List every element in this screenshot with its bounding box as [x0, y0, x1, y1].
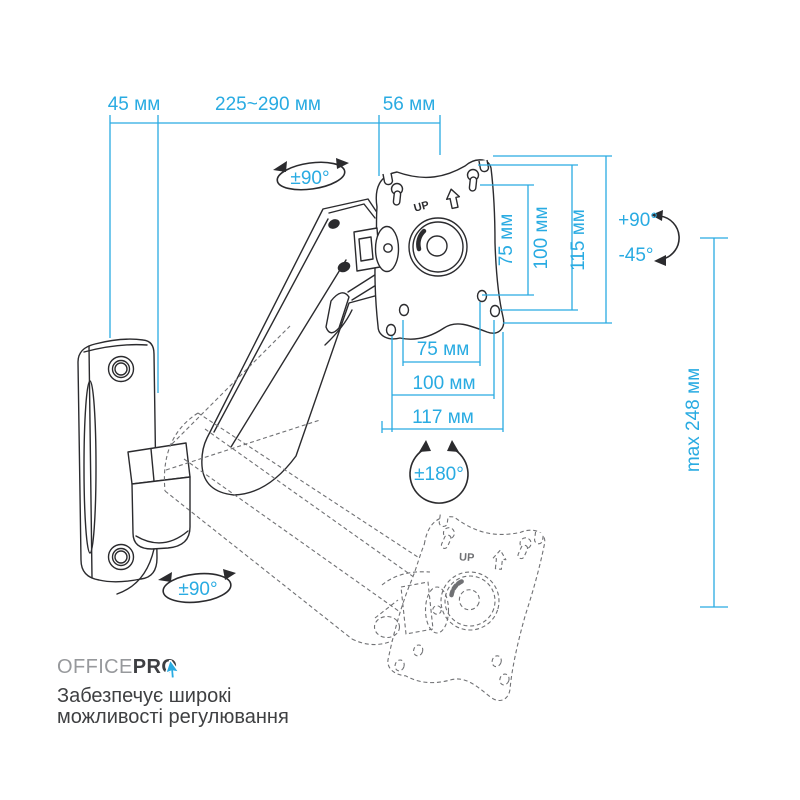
cursor-icon — [164, 660, 182, 680]
rotation-arrow-icon — [162, 572, 232, 604]
tagline-line1: Забезпечує широкі — [57, 685, 232, 707]
brand-block: OFFICEPRO Забезпечує широкі можливості р… — [57, 656, 289, 728]
arm-head-joint — [353, 225, 400, 273]
ghost-arm-lowered — [163, 325, 441, 646]
tilt-annotation: +90° -45° — [618, 210, 680, 266]
dim-wall-depth: 45 мм — [108, 94, 161, 115]
tagline: Забезпечує широкі можливості регулювання — [57, 686, 289, 728]
cable — [116, 548, 155, 595]
logo-office-text: OFFICE — [57, 656, 133, 678]
wall-hinge — [116, 442, 191, 595]
gas-spring-arm — [201, 198, 383, 496]
wall-plate — [77, 338, 158, 583]
wall-screw-hole-bottom — [107, 543, 135, 571]
tilt-up-label: +90° — [618, 210, 658, 231]
dimension-vesa-vertical: 75 мм 100 мм 115 мм — [478, 155, 612, 324]
swivel-top-label: ±90° — [290, 168, 329, 189]
dimension-top-widths: 45 мм 225~290 мм 56 мм — [108, 94, 441, 393]
dim-head-depth: 56 мм — [383, 94, 436, 115]
wall-screw-hole-top — [107, 355, 135, 383]
dimension-vesa-horizontal: 75 мм 100 мм 117 мм — [381, 302, 504, 433]
rotation-arrow-icon — [276, 161, 346, 191]
vesa-plate-ghost — [382, 499, 560, 709]
swivel-annotation-bottom: ±90° — [158, 569, 236, 604]
dim-vesa-h-117: 117 мм — [412, 407, 474, 428]
rotation-circle-icon — [409, 448, 469, 504]
officepro-logo: OFFICEPRO — [57, 656, 182, 680]
dim-vesa-v-100: 100 мм — [531, 206, 552, 269]
rotate-annotation: ±180° — [409, 440, 469, 504]
dim-height-range: max 248 мм — [683, 368, 704, 472]
swivel-annotation-top: ±90° — [273, 158, 349, 191]
dim-vesa-h-100: 100 мм — [412, 373, 475, 394]
dim-arm-reach: 225~290 мм — [215, 94, 321, 115]
dimension-max-height: max 248 мм — [683, 237, 728, 608]
ghost-head-joint — [373, 571, 450, 639]
dim-vesa-v-115: 115 мм — [568, 209, 589, 271]
tagline-line2: можливості регулювання — [57, 706, 289, 728]
tilt-arrow-icon — [659, 215, 680, 260]
swivel-bottom-label: ±90° — [178, 579, 217, 600]
tilt-down-label: -45° — [618, 245, 653, 266]
dim-vesa-v-75: 75 мм — [496, 214, 517, 267]
dim-vesa-h-75: 75 мм — [417, 339, 470, 360]
rotate-label: ±180° — [414, 464, 464, 485]
